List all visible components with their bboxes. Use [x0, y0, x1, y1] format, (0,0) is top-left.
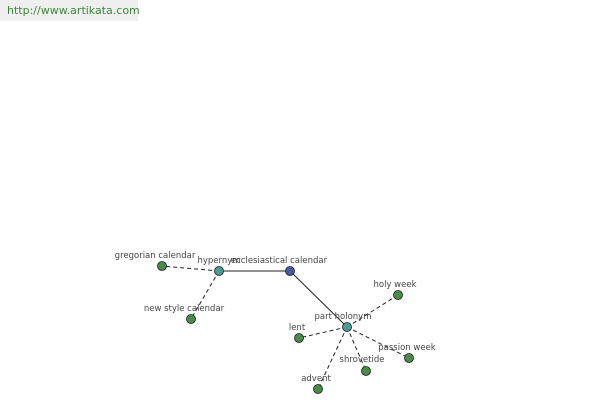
source-url-link[interactable]: http://www.artikata.com [0, 0, 140, 21]
node-shrovetide[interactable] [361, 366, 371, 376]
node-label-new-style-calendar: new style calendar [144, 304, 225, 314]
nodes-layer [157, 261, 414, 394]
node-new-style-calendar[interactable] [186, 314, 196, 324]
node-label-hypernym: hypernym [197, 256, 240, 266]
edges-layer [161, 265, 410, 390]
edge-ecclesiastical-calendar-to-part-holonym [289, 270, 348, 328]
node-passion-week[interactable] [404, 353, 414, 363]
node-holy-week[interactable] [393, 290, 403, 300]
node-label-passion-week: passion week [378, 343, 436, 353]
node-part-holonym[interactable] [342, 322, 352, 332]
edge-hypernym-to-new-style-calendar [190, 270, 220, 320]
edge-part-holonym-to-shrovetide [346, 326, 367, 372]
node-label-gregorian-calendar: gregorian calendar [115, 251, 196, 261]
edge-hypernym-to-gregorian-calendar [161, 265, 220, 272]
node-ecclesiastical-calendar[interactable] [285, 266, 295, 276]
node-label-ecclesiastical-calendar: ecclesiastical calendar [231, 256, 328, 266]
node-label-lent: lent [289, 323, 306, 333]
node-label-advent: advent [301, 374, 331, 384]
node-label-part-holonym: part holonym [315, 312, 372, 322]
edge-part-holonym-to-advent [317, 326, 348, 390]
node-label-holy-week: holy week [373, 280, 416, 290]
edge-part-holonym-to-holy-week [346, 294, 399, 328]
edge-part-holonym-to-lent [298, 326, 348, 339]
node-lent[interactable] [294, 333, 304, 343]
node-gregorian-calendar[interactable] [157, 261, 167, 271]
node-advent[interactable] [313, 384, 323, 394]
edge-part-holonym-to-passion-week [346, 326, 410, 359]
node-label-shrovetide: shrovetide [340, 355, 385, 365]
node-hypernym[interactable] [214, 266, 224, 276]
